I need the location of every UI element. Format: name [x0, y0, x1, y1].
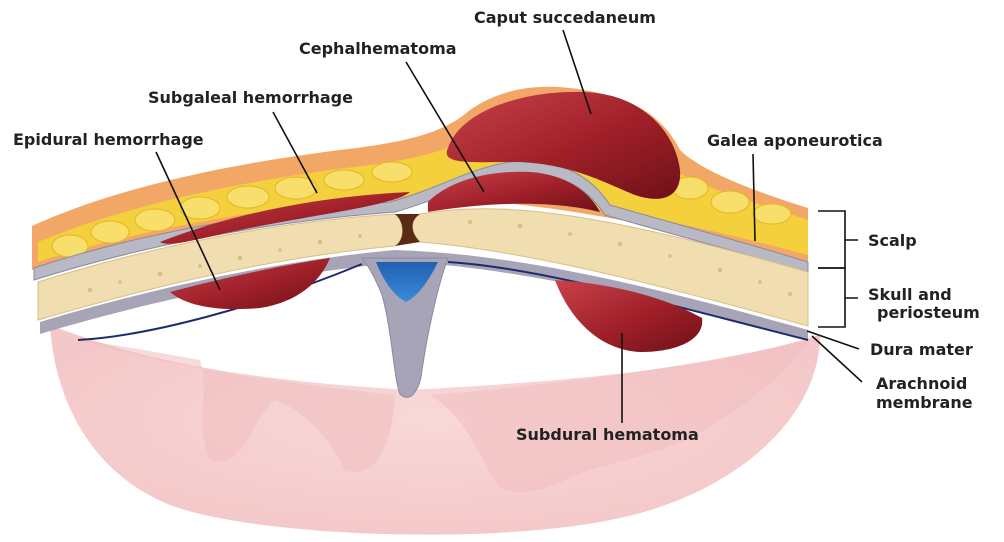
scalp-bracket-shape: [818, 211, 858, 268]
label-scalp: Scalp: [868, 231, 917, 250]
label-dura-mater: Dura mater: [870, 340, 973, 359]
scalp-bracket: [818, 211, 858, 268]
label-subdural-hematoma: Subdural hematoma: [516, 425, 699, 444]
label-arachnoid-line2: membrane: [876, 393, 973, 412]
label-epidural-hemorrhage: Epidural hemorrhage: [13, 130, 204, 149]
label-skull-line1: Skull and: [868, 285, 952, 304]
brain-region: [50, 325, 820, 535]
label-galea-aponeurotica: Galea aponeurotica: [707, 131, 883, 150]
label-subgaleal-hemorrhage: Subgaleal hemorrhage: [148, 88, 353, 107]
skull-bracket-shape: [818, 268, 858, 327]
label-caput-succedaneum: Caput succedaneum: [474, 8, 656, 27]
label-cephalhematoma: Cephalhematoma: [299, 39, 457, 58]
arachnoid-leader: [812, 336, 862, 382]
label-skull-line2: periosteum: [877, 303, 980, 322]
label-arachnoid-line1: Arachnoid: [876, 374, 967, 393]
skull-bracket: [818, 268, 858, 327]
